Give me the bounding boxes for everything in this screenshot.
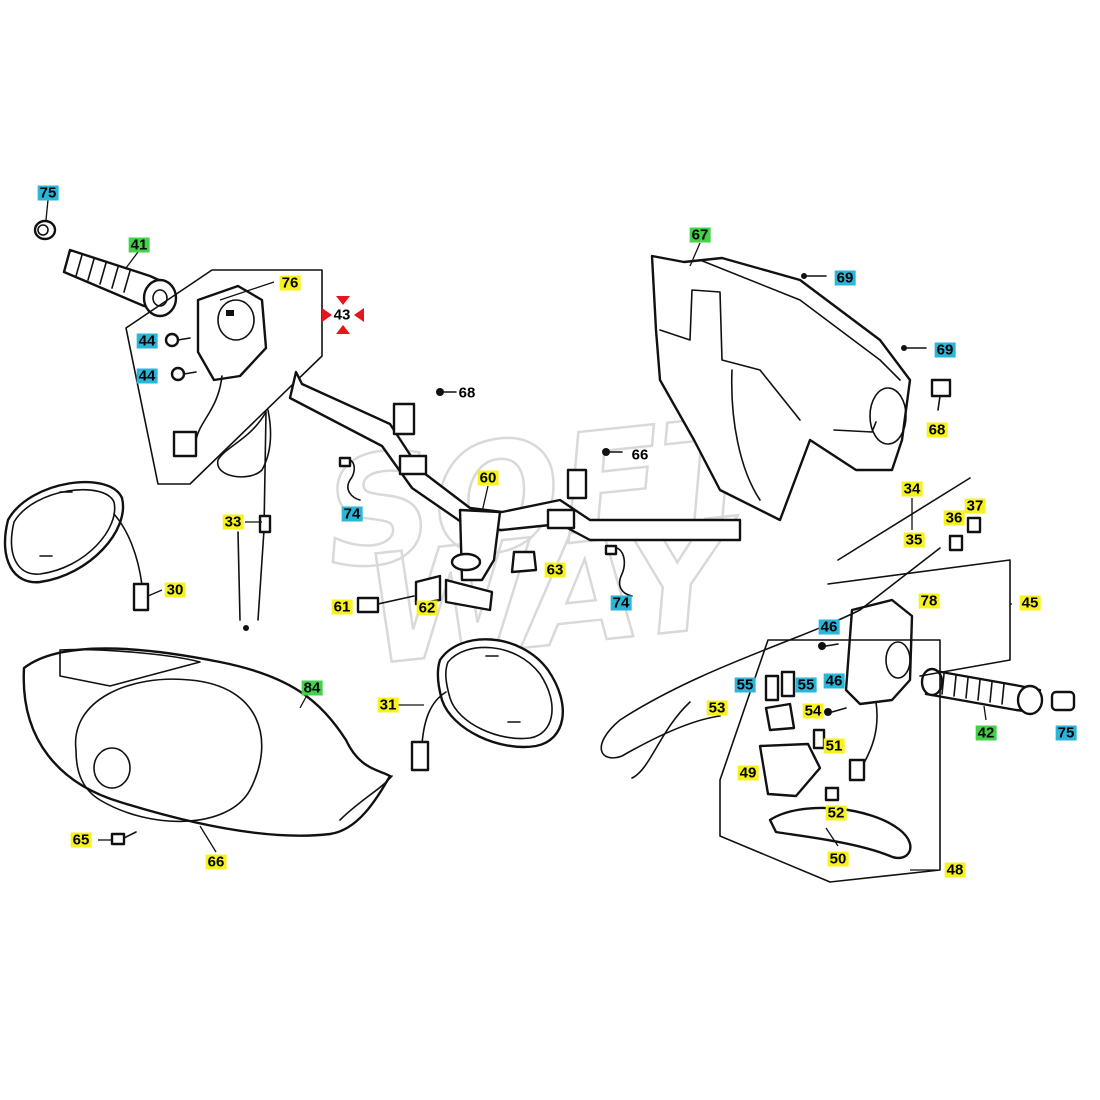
callout-69-lower[interactable]: 69 (934, 341, 956, 359)
callout-60[interactable]: 60 (477, 469, 499, 487)
bolt-collar (414, 574, 442, 606)
callout-74-left[interactable]: 74 (341, 505, 363, 523)
callout-43[interactable]: 43 (333, 306, 351, 324)
callout-61[interactable]: 61 (331, 598, 353, 616)
switch-screw-lower (170, 366, 197, 382)
switch-screw-upper (164, 332, 191, 348)
left-switch-assembly (125, 269, 323, 485)
leader-lines (45, 199, 1012, 871)
callout-84[interactable]: 84 (301, 679, 323, 697)
bar-screw-66 (602, 448, 623, 456)
cover-screw-68 (930, 378, 952, 411)
callout-31[interactable]: 31 (377, 696, 399, 714)
callout-76[interactable]: 76 (279, 274, 301, 292)
selected-part-marker (322, 296, 364, 334)
marker-arrow-right (354, 308, 364, 322)
callout-63[interactable]: 63 (544, 561, 566, 579)
callout-62[interactable]: 62 (416, 599, 438, 617)
bar-end-cap-left (33, 219, 57, 241)
left-mirror (3, 480, 150, 612)
cable-clamp-left (338, 456, 361, 501)
callout-53[interactable]: 53 (706, 699, 728, 717)
callout-52[interactable]: 52 (825, 804, 847, 822)
right-mirror (410, 638, 564, 772)
callout-66-bar[interactable]: 66 (631, 446, 649, 464)
callout-55-left[interactable]: 55 (734, 676, 756, 694)
callout-68-cover[interactable]: 68 (926, 421, 948, 439)
callout-54[interactable]: 54 (802, 702, 824, 720)
cover-screw-65 (110, 831, 137, 846)
right-switch-assembly (827, 477, 1011, 782)
cover-screw-69a (801, 273, 827, 279)
callout-51[interactable]: 51 (823, 737, 845, 755)
callout-30[interactable]: 30 (164, 581, 186, 599)
callout-36[interactable]: 36 (943, 509, 965, 527)
callout-45[interactable]: 45 (1019, 594, 1041, 612)
callout-49[interactable]: 49 (737, 764, 759, 782)
callout-75-right[interactable]: 75 (1055, 724, 1077, 742)
callout-67[interactable]: 67 (689, 226, 711, 244)
switch-screw-46a (818, 642, 839, 650)
callout-44-upper[interactable]: 44 (136, 332, 158, 350)
throttle-cable (217, 409, 272, 631)
callout-46-upper[interactable]: 46 (818, 618, 840, 636)
callout-37[interactable]: 37 (964, 497, 986, 515)
callout-34[interactable]: 34 (901, 480, 923, 498)
callout-35[interactable]: 35 (903, 531, 925, 549)
marker-arrow-top (336, 296, 350, 305)
callout-78[interactable]: 78 (918, 592, 940, 610)
switch-screw-46b (824, 707, 847, 716)
bar-end-cap-right (1050, 690, 1076, 712)
throttle-grip (62, 248, 178, 318)
callout-44-lower[interactable]: 44 (136, 367, 158, 385)
callout-66-cover[interactable]: 66 (205, 853, 227, 871)
callout-55-right[interactable]: 55 (795, 676, 817, 694)
marker-arrow-bottom (336, 325, 350, 334)
bar-screw-68 (436, 388, 457, 396)
callout-68-bar[interactable]: 68 (458, 384, 476, 402)
cover-screw-69b (901, 345, 927, 351)
callout-42[interactable]: 42 (975, 724, 997, 742)
nut-63 (510, 550, 538, 574)
handlebar-cover-rear (650, 254, 912, 522)
callout-48[interactable]: 48 (944, 861, 966, 879)
callout-74-right[interactable]: 74 (610, 594, 632, 612)
callout-75-left[interactable]: 75 (37, 184, 59, 202)
callout-50[interactable]: 50 (827, 850, 849, 868)
callout-69-upper[interactable]: 69 (834, 269, 856, 287)
cable-clamp-right (604, 544, 633, 597)
callout-65[interactable]: 65 (70, 831, 92, 849)
brake-lever-assembly (719, 639, 941, 883)
handlebar (288, 370, 742, 612)
handlebar-bolt (356, 595, 415, 614)
callout-46-lower[interactable]: 46 (823, 672, 845, 690)
handlebar-cover-front (22, 647, 393, 837)
marker-arrow-left (322, 308, 332, 322)
callout-41[interactable]: 41 (128, 236, 150, 254)
callout-33[interactable]: 33 (222, 513, 244, 531)
